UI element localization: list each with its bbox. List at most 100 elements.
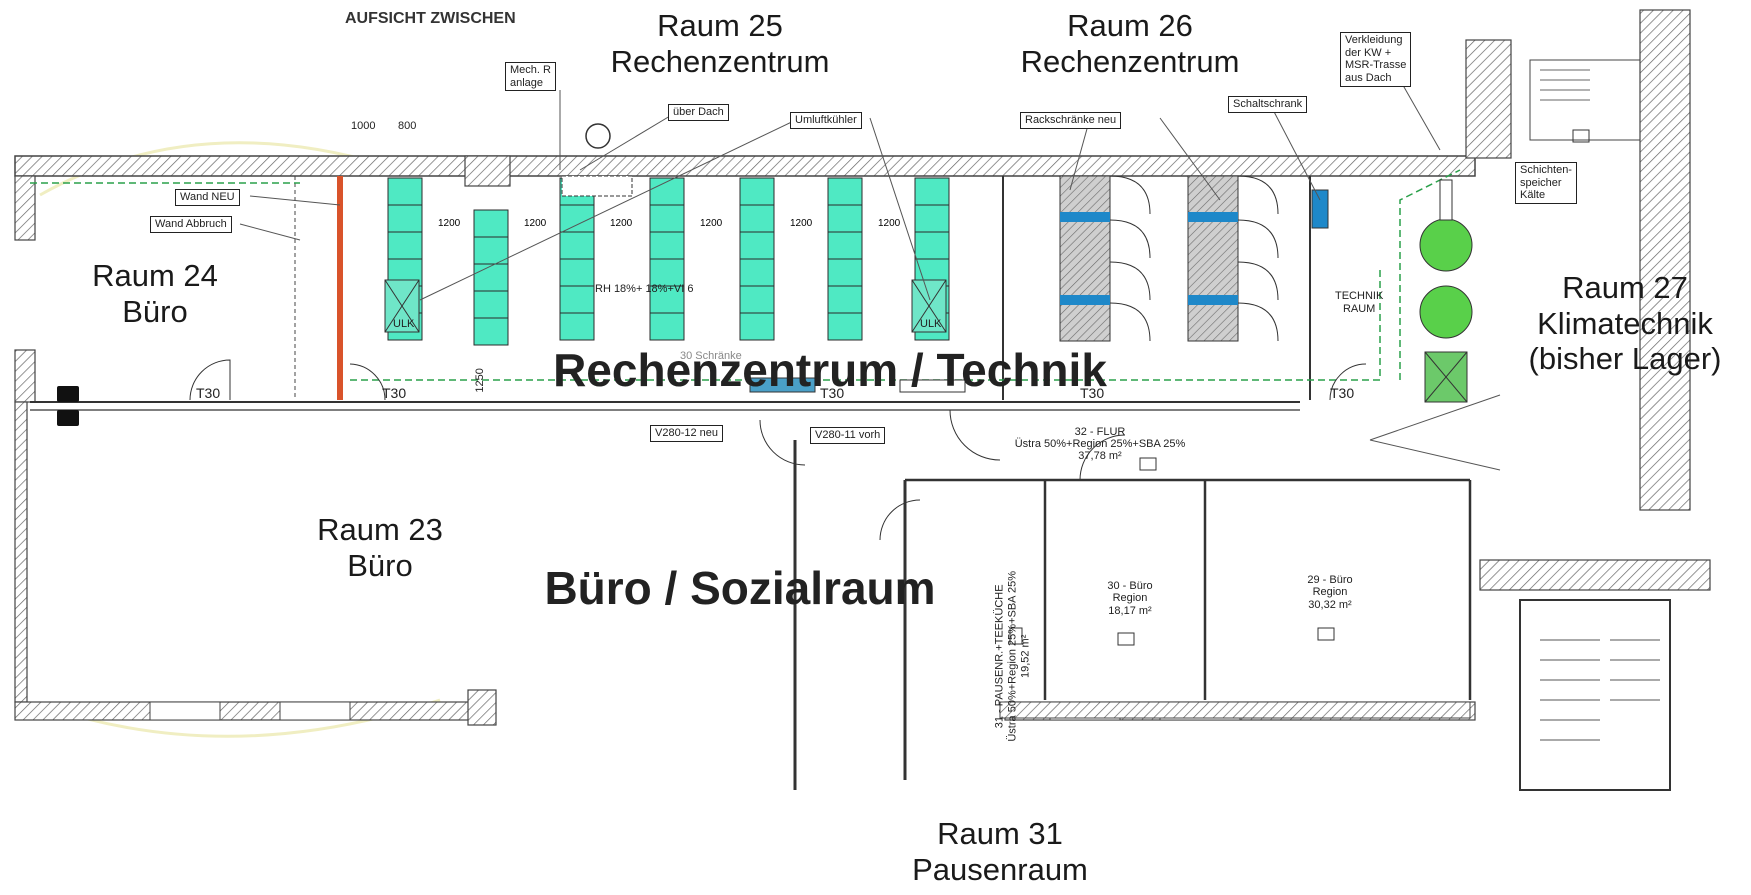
- stair-treads: [1540, 639, 1660, 741]
- door-swing-4: [949, 409, 1001, 461]
- pausen-split: Üstra 50%+Region 25%+SBA 25%: [1006, 571, 1019, 742]
- dim-800: 800: [398, 120, 417, 132]
- callout-rackschraenke: Rackschränke neu: [1020, 112, 1122, 129]
- buero30-region: Region: [1112, 592, 1148, 604]
- rack-unit: [739, 258, 775, 287]
- window-1: [149, 701, 221, 721]
- rack-unit: [473, 290, 509, 319]
- wall-bottom-mid: [999, 701, 1471, 719]
- rack-unit: [649, 204, 685, 233]
- door-swing-2: [349, 363, 386, 401]
- flur-title: 32 - FLUR: [1074, 426, 1126, 438]
- grey-duct: [899, 379, 966, 393]
- callout-wand-abbruch: Wand Abbruch: [150, 216, 232, 233]
- rack-unit: [387, 177, 423, 206]
- rack-group-26-right: [1187, 175, 1279, 342]
- door-label-1: T30: [196, 385, 221, 401]
- dim-1200-label: 1200: [610, 218, 633, 229]
- sign-pausen: [1009, 627, 1023, 645]
- wall-left-upper: [14, 175, 36, 241]
- rack-unit: [739, 204, 775, 233]
- room-label-raum27: Raum 27 Klimatechnik (bisher Lager): [1528, 270, 1722, 377]
- rack-unit: [473, 236, 509, 265]
- rack-unit: [649, 231, 685, 260]
- door-swing-3: [1329, 363, 1367, 401]
- wall-top: [14, 155, 1476, 177]
- buero30-title: 30 - Büro: [1107, 580, 1153, 592]
- buero29-area: 30,32 m²: [1308, 599, 1352, 611]
- ulk-box-2: [911, 279, 947, 333]
- stair-top: [1529, 59, 1641, 141]
- dim-1200-label: 1200: [524, 218, 547, 229]
- room-label-raum23: Raum 23 Büro: [317, 512, 443, 583]
- rack-unit: [739, 177, 775, 206]
- stair-top-treads: [1540, 69, 1590, 101]
- zone-label-rechenzentrum: Rechenzentrum / Technik: [553, 344, 1107, 396]
- callout-verkleidung: Verkleidung der KW + MSR-Trasse aus Dach: [1340, 32, 1412, 87]
- rack-unit: [649, 177, 685, 206]
- dim-1200-label: 1200: [438, 218, 461, 229]
- door-swing-1: [189, 359, 231, 401]
- rack-unit: [387, 204, 423, 233]
- callout-v280-12: V280-12 neu: [650, 425, 723, 442]
- dim-1000: 1000: [351, 120, 376, 132]
- callout-v280-11: V280-11 vorh: [810, 427, 886, 444]
- rack-unit: [827, 177, 863, 206]
- callout-wand-neu: Wand NEU: [175, 189, 240, 206]
- wall-right-upper2: [1639, 9, 1691, 511]
- buero29-region: Region: [1312, 586, 1348, 598]
- room-label-raum31: Raum 31 Pausenraum: [912, 816, 1088, 887]
- window-2: [279, 701, 351, 721]
- header-label: AUFSICHT ZWISCHEN: [345, 10, 516, 27]
- rack-unit: [914, 177, 950, 206]
- blue-unit: [1311, 189, 1329, 229]
- rack-unit: [473, 317, 509, 346]
- cooling-circle-2: [1419, 285, 1473, 339]
- rack-unit: [559, 231, 595, 260]
- door-swing-7: [879, 499, 921, 541]
- rack-unit: [559, 258, 595, 287]
- dim-1250: 1250: [473, 368, 486, 393]
- door-label-5: T30: [1330, 385, 1355, 401]
- wall-right-upper: [1465, 39, 1512, 159]
- blue-duct: [749, 377, 816, 393]
- room-label-raum25: Raum 25 Rechenzentrum: [610, 8, 830, 79]
- leader-lines: [239, 79, 1501, 471]
- buero30-area: 18,17 m²: [1108, 605, 1152, 617]
- callout-schaltschrank: Schaltschrank: [1228, 96, 1308, 113]
- rack-unit: [649, 312, 685, 341]
- room-label-raum24: Raum 24 Büro: [92, 258, 218, 329]
- wall-right-lower: [1479, 559, 1711, 591]
- callout-umluftkuehler: Umluftkühler: [790, 112, 862, 129]
- rack-unit: [827, 312, 863, 341]
- rack-unit: [649, 258, 685, 287]
- door-label-4: T30: [1080, 385, 1105, 401]
- rack-group-26-left: [1059, 175, 1151, 342]
- cooling-box: [1424, 351, 1468, 403]
- rack-unit: [559, 285, 595, 314]
- dim-1200-label: 1200: [878, 218, 901, 229]
- rack-unit: [739, 312, 775, 341]
- window-icon-top: [1572, 129, 1590, 143]
- zone-label-buero: Büro / Sozialraum: [544, 562, 936, 614]
- door-swing-6: [1079, 434, 1126, 481]
- rack-unit: [739, 285, 775, 314]
- callout-schraenke-note: 30 Schränke: [680, 350, 742, 362]
- rack-unit: [827, 231, 863, 260]
- rack-unit: [387, 231, 423, 260]
- ulk-box-1: [384, 279, 420, 333]
- sign-b30: [1117, 632, 1135, 646]
- callout-technik-raum: TECHNIK RAUM: [1335, 290, 1384, 315]
- door-swing-5: [759, 419, 806, 466]
- switch-icon-2: [57, 410, 79, 426]
- flur-split: Üstra 50%+Region 25%+SBA 25%: [1014, 438, 1186, 450]
- wall-left-mid: [14, 349, 36, 403]
- callout-mech-anlage: Mech. R anlage: [505, 62, 556, 92]
- rack-unit: [473, 263, 509, 292]
- cooling-circle-1: [1419, 218, 1473, 272]
- rack-unit: [914, 204, 950, 233]
- pausen-title: 31 - PAUSENR.+TEEKÜCHE: [993, 584, 1006, 729]
